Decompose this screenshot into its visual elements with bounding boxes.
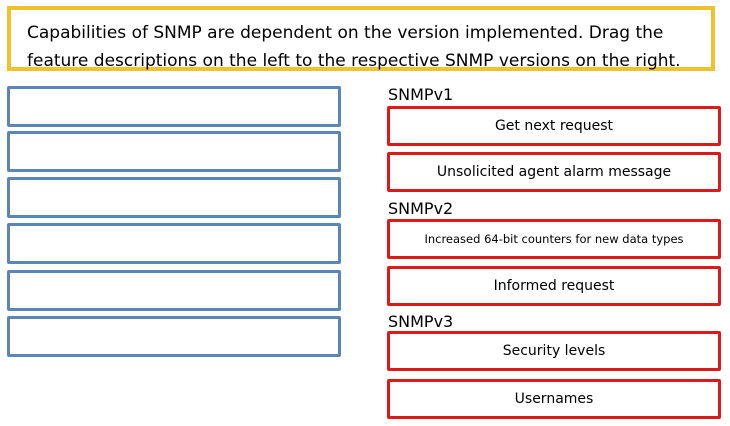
drop-slot-2[interactable] [7, 131, 341, 172]
feature-get-next-request[interactable]: Get next request [387, 106, 721, 146]
instructions-line-1: Capabilities of SNMP are dependent on th… [27, 23, 664, 43]
drop-slot-4[interactable] [7, 223, 341, 264]
feature-unsolicited-agent-alarm[interactable]: Unsolicited agent alarm message [387, 152, 721, 192]
drop-slot-5[interactable] [7, 270, 341, 311]
feature-usernames[interactable]: Usernames [387, 379, 721, 419]
drop-slot-3[interactable] [7, 177, 341, 218]
instructions-box: Capabilities of SNMP are dependent on th… [7, 6, 715, 71]
feature-64bit-counters[interactable]: Increased 64-bit counters for new data t… [387, 219, 721, 259]
instructions-line-2: feature descriptions on the left to the … [27, 51, 681, 71]
version-label-snmpv1: SNMPv1 [388, 85, 454, 104]
drop-slot-1[interactable] [7, 86, 341, 127]
version-label-snmpv3: SNMPv3 [388, 312, 454, 331]
version-label-snmpv2: SNMPv2 [388, 199, 454, 218]
feature-security-levels[interactable]: Security levels [387, 331, 721, 371]
drop-slot-6[interactable] [7, 316, 341, 357]
feature-informed-request[interactable]: Informed request [387, 266, 721, 306]
